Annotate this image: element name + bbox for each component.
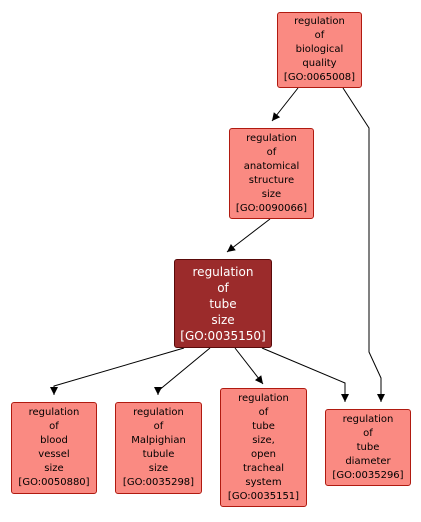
node-label-line: regulation [238,392,289,404]
node-label-line: size [44,463,64,474]
arrowhead [254,375,263,384]
edge-GO0035150-to-GO0035298 [154,347,211,395]
arrowhead [341,394,349,402]
node-label-line: of [217,280,229,295]
go-term-node-go0065008[interactable]: regulation of biological quality [GO:0065008… [277,12,362,88]
node-label-line: regulation [246,132,297,144]
node-go-id: [GO:0035298] [122,477,195,488]
arrowhead [272,112,281,121]
node-label-line: biological [295,44,344,55]
node-label-line: tube [209,296,237,311]
edge-GO0035150-to-GO0050880 [50,347,185,395]
node-label-line: Malpighian [131,435,186,446]
node-label-line: size, [252,434,275,446]
node-label-line: diameter [345,455,391,467]
go-term-node-go0090066[interactable]: regulation of anatomical structure size [GO:0… [229,128,314,219]
node-label-line: regulation [192,264,254,279]
node-go-id: [GO:0090066] [235,202,308,214]
node-label-line: blood [40,435,68,446]
node-label-line: size [148,463,169,474]
node-label-line: structure [248,174,295,186]
node-label-line: regulation [133,407,184,418]
edge-GO0035150-to-GO0035151 [234,347,264,385]
node-go-id: [GO:0035151] [227,490,300,502]
node-label-line: system [245,476,282,488]
go-term-node-go0050880[interactable]: regulation of blood vessel size [GO:0050880] [11,402,97,494]
node-go-id: [GO:0065008] [283,72,356,83]
node-label-line: tube [252,420,275,432]
edge-GO0090066-to-GO0035150 [226,218,271,253]
node-label-line: of [363,427,373,439]
node-label-line: of [258,406,269,418]
node-label-line: of [266,146,277,158]
edge-GO0065008-to-GO0035296 [342,87,385,402]
edge-GO0065008-to-GO0090066 [271,87,299,122]
arrowhead [227,243,236,252]
node-go-id: [GO:0050880] [18,477,90,488]
arrowhead [154,387,162,395]
node-label-line: vessel [38,449,70,460]
edge-GO0035150-to-GO0035296 [261,347,349,402]
node-go-id: [GO:0035150] [180,328,266,343]
node-label-line: tube [356,441,380,453]
node-label-line: anatomical [243,160,300,172]
node-go-id: [GO:0035296] [332,469,404,481]
node-label-line: of [49,421,59,432]
arrowhead [50,387,58,395]
node-label-line: of [314,30,325,41]
node-label-line: size [261,188,282,200]
node-label-line: regulation [294,16,345,27]
node-label-line: tracheal [242,462,285,474]
go-term-node-go0035151[interactable]: regulation of tube size, open tracheal system [… [220,388,307,507]
node-label-line: regulation [342,413,394,425]
node-label-line: of [153,421,164,432]
node-label-line: tubule [142,449,175,460]
node-label-line: regulation [28,407,80,418]
node-label-line: size [211,312,235,327]
node-label-line: open [251,448,276,460]
node-label-line: quality [302,58,337,69]
arrowhead [377,394,385,402]
go-term-node-go0035296[interactable]: regulation of tube diameter [GO:0035296] [325,409,411,486]
